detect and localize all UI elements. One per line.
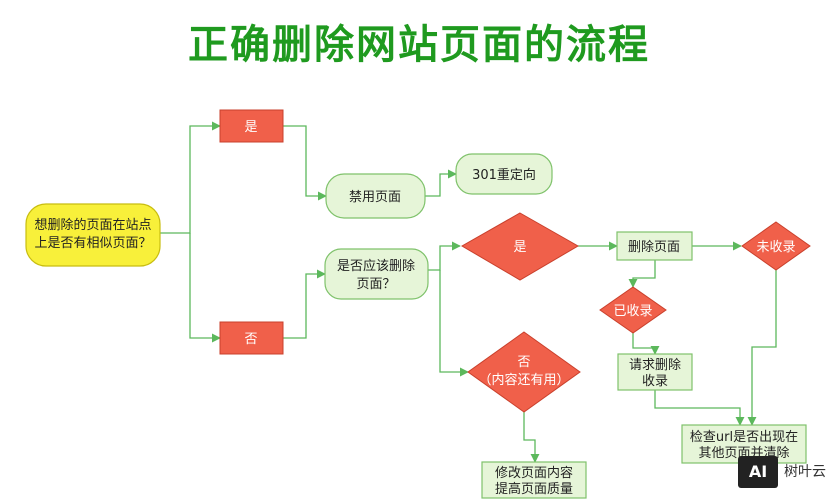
watermark-text: 树叶云	[784, 464, 826, 480]
no-node: 否	[219, 321, 284, 355]
indexed-label: 已收录	[613, 304, 652, 319]
no2-line-2: （内容还有用）	[478, 372, 569, 388]
edge-no-should	[283, 269, 326, 339]
request-delete-line-1: 请求删除	[629, 358, 681, 373]
diagram-title: 正确删除网站页面的流程	[188, 22, 650, 68]
disable-page-node: 禁用页面	[325, 173, 426, 219]
no2-diamond: 否 （内容还有用）	[467, 331, 581, 413]
edge-request-check	[654, 390, 745, 426]
disable-page-label: 禁用页面	[349, 190, 401, 205]
request-delete-line-2: 收录	[642, 374, 668, 389]
delete-page-label: 删除页面	[628, 240, 680, 255]
indexed-diamond: 已收录	[599, 286, 667, 334]
edge-should-yes	[428, 241, 461, 271]
no2-line-1: 否	[517, 355, 530, 370]
should-delete-line-1: 是否应该删除	[337, 258, 415, 274]
should-delete-node: 是否应该删除 页面？	[324, 248, 429, 300]
yes-label: 是	[244, 120, 257, 135]
edge-disable-redirect	[425, 169, 457, 197]
start-line-2: 上是否有相似页面？	[34, 236, 151, 251]
not-indexed-diamond: 未收录	[741, 221, 811, 271]
edge-start-yes	[160, 121, 221, 234]
no-label: 否	[244, 332, 257, 347]
start-node: 想删除的页面在站点 上是否有相似页面？	[25, 203, 161, 267]
edge-notindexed-check	[747, 270, 777, 426]
modify-node: 修改页面内容 提高页面质量	[481, 461, 587, 499]
request-delete-node: 请求删除 收录	[617, 353, 693, 391]
modify-line-2: 提高页面质量	[495, 481, 573, 497]
edge-delete-indexed	[628, 260, 656, 288]
redirect-label: 301重定向	[472, 167, 536, 183]
edge-no2-modify	[523, 412, 540, 463]
edge-should-no	[439, 270, 469, 377]
modify-line-1: 修改页面内容	[495, 465, 573, 481]
edge-yes-disable	[283, 125, 327, 201]
check-url-line-1: 检查url是否出现在	[690, 430, 798, 445]
watermark-logo: AI	[738, 456, 778, 488]
edge-start-no	[189, 233, 221, 343]
start-line-1: 想删除的页面在站点	[34, 217, 151, 233]
not-indexed-label: 未收录	[756, 240, 795, 255]
connectors	[160, 121, 777, 463]
should-delete-line-2: 页面？	[356, 277, 395, 292]
delete-page-node: 删除页面	[616, 231, 693, 261]
yes2-diamond: 是	[461, 212, 579, 281]
redirect-node: 301重定向	[455, 153, 553, 195]
yes-node: 是	[219, 109, 284, 143]
edge-indexed-request	[632, 333, 660, 355]
yes2-label: 是	[513, 240, 526, 255]
